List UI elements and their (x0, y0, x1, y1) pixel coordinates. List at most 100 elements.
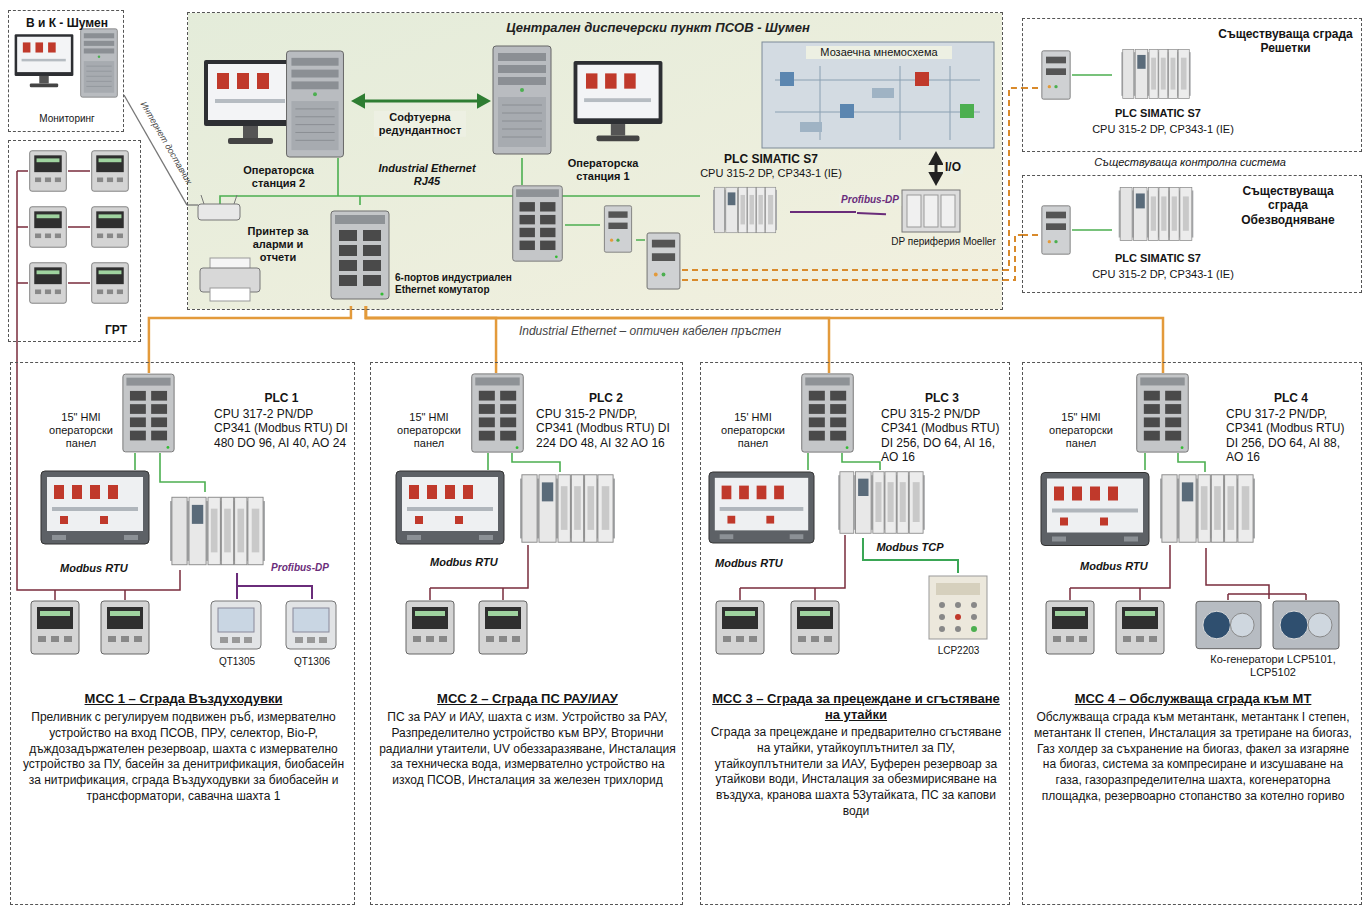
connector-line (863, 538, 958, 573)
lcp-panel (929, 576, 987, 639)
plc-rack (1160, 475, 1255, 542)
server-icon (81, 29, 118, 97)
connector-line (1003, 88, 1022, 270)
text-slot: PLC 4 (1226, 391, 1356, 405)
text-slot: CPU 317-2 PN/DP, CP341 (Modbus RTU) DI 2… (1226, 407, 1356, 465)
device-group: Принтер за аларми и отчети (234, 225, 322, 271)
region-box: ГРТ (8, 140, 141, 342)
device-group: 15" HMI операторски панел (1041, 411, 1121, 457)
text-slot: 15" HMI операторски панел (1041, 411, 1121, 451)
region-box: МСС 4 – Обслужваща сграда към МТ Обслужва… (1022, 362, 1362, 905)
text-slot: Централен диспечерски пункт ПСОВ - Шумен (468, 20, 848, 36)
switch-icon (331, 211, 389, 299)
drawing-rect (872, 88, 894, 98)
drawing-path (1070, 545, 1306, 600)
node-title: Съществуваща сграда Решетки (1213, 27, 1358, 56)
meter-icon (1116, 601, 1164, 654)
text-slot: PLC 1 (214, 391, 349, 405)
meter-icon (791, 601, 839, 654)
region-box: МСС 3 – Сграда за прецеждане и сгъстяван… (700, 362, 1010, 905)
switch-icon (802, 374, 854, 452)
drawing-path (201, 195, 237, 204)
connector (863, 538, 958, 573)
node-text: PLC SIMATIC S7 (1093, 252, 1223, 265)
meter-icon (101, 601, 149, 654)
text-slot: CPU 315-2 DP, CP343-1 (IE) (1063, 123, 1263, 136)
edge-label-slot: Profibus-DP (269, 562, 331, 574)
device-group: DP периферия Moeller (886, 186, 1001, 254)
cogenerator-panel (1196, 601, 1261, 648)
region-box: МСС 2 – Сграда ПС РАУ/ИАУ ПС за РАУ и ИАУ… (370, 362, 683, 905)
monitor-icon (204, 60, 297, 144)
meter-icon (30, 207, 67, 247)
device-group: QT1305 (208, 599, 266, 674)
connector (1003, 235, 1022, 280)
converter-icon (1042, 51, 1070, 99)
edge-label-slot: Софтуерна редундантност (374, 111, 466, 137)
text-slot: ПС за РАУ и ИАУ, шахта с изм. Устройство… (379, 710, 676, 789)
node-title: 15" HMI операторски панел (1041, 411, 1121, 451)
annotation-label: Modbus RTU (1080, 560, 1148, 573)
device-group: PLC SIMATIC S7CPU 315-2 DP, CP343-1 (IE) (685, 151, 857, 236)
node-title: Операторска станция 2 (231, 164, 326, 190)
drawing-path (187, 204, 198, 205)
edge-label-slot: Profibus-DP (839, 194, 901, 206)
node-text: Сграда за прецеждане и предварително сгъ… (709, 725, 1003, 820)
node-text: Преливник с регулируем подвижен ръб, изм… (19, 710, 348, 805)
text-slot: 15" HMI операторски панел (41, 411, 121, 451)
server-icon (493, 46, 551, 154)
annotation-label: Modbus RTU (60, 562, 128, 575)
device-group: Операторска станция 2 (201, 46, 351, 196)
edge-label: Profibus-DP (839, 194, 901, 206)
text-slot: Принтер за аларми и отчети (234, 225, 322, 265)
annotation-label: Modbus RTU (430, 556, 498, 569)
meter-icon (406, 601, 454, 654)
printer-icon (200, 258, 260, 301)
edge-label: Интернет доставчик (138, 100, 194, 187)
text-slot: PLC SIMATIC S7 (1093, 107, 1223, 120)
annotation-label: Industrial Ethernet RJ45 (368, 162, 486, 188)
node-text: CPU 315-2 PN/DP CP341 (Modbus RTU) DI 25… (881, 407, 1003, 465)
text-slot: Съществуваща сграда Решетки (1213, 27, 1358, 56)
node-title: МСС 4 – Обслужваща сграда към МТ (1027, 691, 1359, 707)
node-text: Обслужваща сграда към метантанк, метанта… (1031, 710, 1355, 805)
text-slot: В и К - Шумен (9, 16, 125, 30)
node-title: ГРТ (105, 323, 139, 337)
server-icon (287, 51, 344, 157)
node-title: 15" HMI операторски панел (41, 411, 121, 451)
node-title: QT1306 (283, 656, 341, 668)
device-group: Мозаечна мнемосхема (761, 41, 997, 151)
node-title: МСС 3 – Сграда за прецеждане и сгъстяван… (705, 691, 1007, 722)
converter-icon (1042, 206, 1070, 254)
drawing-rect (198, 204, 240, 220)
node-title: PLC 1 (214, 391, 349, 405)
node-title: PLC SIMATIC S7 (701, 152, 841, 166)
drawing-path (790, 211, 856, 213)
connector (928, 151, 943, 186)
annotation-label: Modbus RTU (715, 557, 783, 570)
control-room-ground (188, 13, 1002, 309)
hmi-panel (396, 471, 504, 544)
device-group: Операторска станция 1 (491, 39, 671, 191)
device-group: PLC 4 CPU 317-2 PN/DP, CP341 (Modbus RTU)… (1111, 373, 1361, 548)
qt-display (211, 601, 261, 649)
region-box: Съществуваща сграда ОбезводняванеPLC SIM… (1022, 175, 1362, 293)
router-icon (198, 195, 240, 220)
text-slot: Преливник с регулируем подвижен ръб, изм… (19, 710, 348, 805)
plc-rack (1119, 187, 1194, 240)
node-title: МСС 2 – Сграда ПС РАУ/ИАУ (375, 691, 680, 707)
connector-line (1003, 235, 1022, 280)
device-group: Ко-генератори LCP5101, LCP5102 (1193, 599, 1353, 685)
text-slot: МСС 1 – Сграда Въздуходувки (15, 691, 352, 707)
arrow-head (928, 151, 943, 165)
arrow-head (928, 172, 943, 186)
plc-rack (1121, 49, 1190, 98)
node-title: Операторска станция 1 (553, 157, 653, 183)
node-text: CPU 315-2 DP, CP343-1 (IE) (1063, 268, 1263, 281)
text-slot: Сграда за прецеждане и предварително сгъ… (709, 725, 1003, 820)
text-slot: CPU 317-2 PN/DP CP341 (Modbus RTU) DI 48… (214, 407, 349, 450)
node-title: Мозаечна мнемосхема (806, 46, 952, 59)
region-box: В и К - ШуменМониторинг (8, 10, 124, 132)
meter-icon (31, 601, 79, 654)
arrow-head (351, 93, 365, 108)
